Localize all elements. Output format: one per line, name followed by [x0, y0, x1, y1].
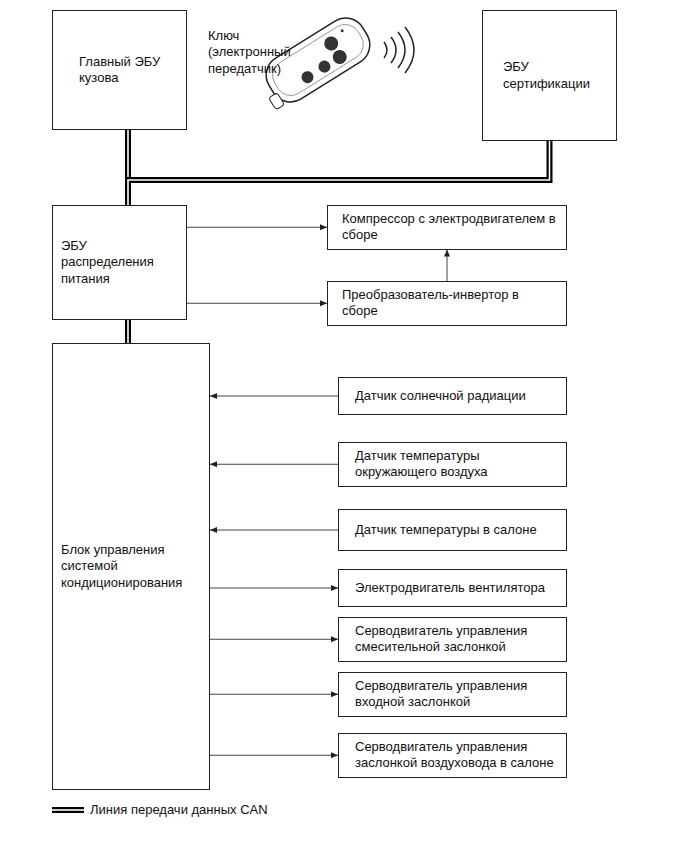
part-label: Ключ (электронный передатчик): [208, 28, 308, 77]
signal-arrow: [187, 227, 327, 228]
actuator-box: Серводвигатель управления заслонкой возд…: [338, 733, 567, 778]
box-text: Датчик температуры окружающего воздуха: [355, 448, 558, 481]
actuator-box: Серводвигатель управления смесительной з…: [338, 617, 567, 662]
can-bus-line: [128, 320, 129, 343]
arrow-line: [210, 530, 338, 531]
box-text: Серводвигатель управления входной заслон…: [355, 678, 558, 711]
arrow-line: [187, 227, 327, 228]
box-text: ЭБУ сертификации: [503, 59, 608, 92]
actuator-box: Серводвигатель управления входной заслон…: [338, 672, 567, 717]
box-text: Компрессор с электродвигателем в сборе: [342, 211, 558, 244]
signal-arrow: [210, 694, 338, 695]
signal-arrow: [447, 250, 448, 282]
can-line-outer: [128, 141, 550, 205]
ecu-box: Главный ЭБУ кузова: [52, 10, 187, 130]
arrow-line: [210, 588, 338, 589]
arrow-line: [187, 303, 327, 304]
signal-arrow: [210, 639, 338, 640]
box-text: ЭБУ распределения питания: [61, 238, 178, 287]
box-text: Преобразователь-инвертор в сборе: [342, 287, 558, 320]
arrow-line: [210, 396, 338, 397]
can-bus-line: [128, 141, 550, 205]
signal-waves: [384, 27, 414, 73]
signal-arrow: [210, 396, 338, 397]
box-text: Серводвигатель управления заслонкой возд…: [355, 739, 558, 772]
ecu-box: ЭБУ сертификации: [482, 10, 617, 141]
box-text: Блок управления системой кондиционирован…: [61, 542, 201, 591]
legend-text: Линия передачи данных CAN: [90, 802, 268, 818]
signal-arrow: [210, 464, 338, 465]
signal-arrow: [210, 588, 338, 589]
box-text: Электродвигатель вентилятора: [355, 580, 558, 596]
box-text: Датчик солнечной радиации: [355, 388, 558, 404]
actuator-box: Электродвигатель вентилятора: [338, 569, 567, 607]
sensor-box: Датчик солнечной радиации: [338, 377, 567, 415]
ecu-box: ЭБУ распределения питания: [52, 205, 187, 320]
sensor-box: Датчик температуры окружающего воздуха: [338, 442, 567, 487]
can-line-inner: [127, 320, 129, 343]
box-text: Главный ЭБУ кузова: [79, 54, 178, 87]
arrow-line: [210, 464, 338, 465]
arrow-line: [210, 639, 338, 640]
control-unit-box: Блок управления системой кондиционирован…: [52, 343, 210, 790]
signal-arrow: [187, 303, 327, 304]
can-line-inner: [128, 141, 550, 205]
box-text: Серводвигатель управления смесительной з…: [355, 623, 558, 656]
component-box: Преобразователь-инвертор в сборе: [327, 281, 567, 326]
arrow-line: [210, 755, 338, 756]
component-box: Компрессор с электродвигателем в сборе: [327, 205, 567, 250]
can-line-outer: [125, 320, 131, 343]
legend-line-sample: [52, 810, 84, 811]
arrow-line: [447, 250, 448, 282]
arrow-line: [210, 694, 338, 695]
sensor-box: Датчик температуры в салоне: [338, 509, 567, 551]
signal-arrow: [210, 755, 338, 756]
box-text: Датчик температуры в салоне: [355, 522, 558, 538]
signal-arrow: [210, 530, 338, 531]
